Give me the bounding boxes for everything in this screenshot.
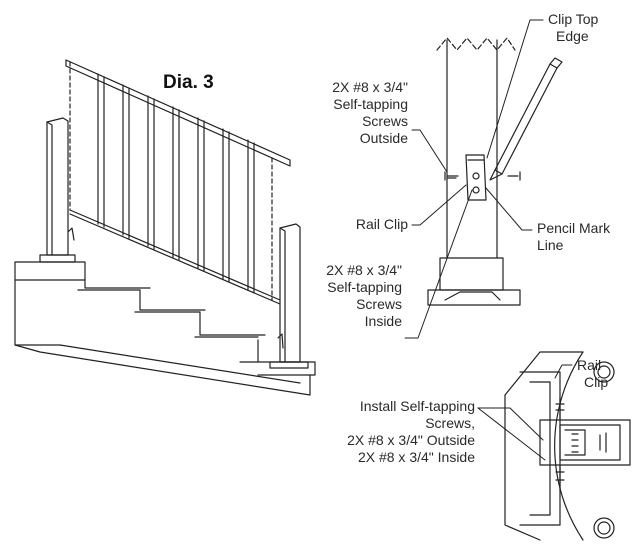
label-line: Install Self-tapping xyxy=(359,398,475,414)
staircase-illustration xyxy=(14,261,316,396)
label-screws-inside: 2X #8 x 3/4" Self-tapping Screws Inside xyxy=(290,262,402,330)
label-line: Rail xyxy=(577,357,602,373)
label-clip-top-edge: Clip Top Edge xyxy=(548,11,598,45)
balusters xyxy=(97,73,255,294)
label-line: Inside xyxy=(364,313,402,329)
bottom-rail xyxy=(69,209,281,305)
label-line: Self-tapping xyxy=(327,279,402,295)
label-line: Pencil Mark xyxy=(537,220,611,236)
rail-clip-top-post xyxy=(67,227,75,241)
label-line: Self-tapping xyxy=(333,96,408,112)
label-rail-clip-detail: Rail Clip xyxy=(577,357,608,391)
label-line: Screws xyxy=(362,113,408,129)
label-line: 2X #8 x 3/4" xyxy=(326,262,402,278)
label-line: 2X #8 x 3/4" Outside xyxy=(347,432,475,448)
label-install-screws: Install Self-tapping Screws, 2X #8 x 3/4… xyxy=(310,398,475,466)
leader-lines xyxy=(404,19,573,461)
top-rail xyxy=(65,59,291,167)
top-post xyxy=(39,117,76,263)
label-line: Clip xyxy=(584,374,609,390)
label-line: Edge xyxy=(556,28,589,44)
label-line: Screws xyxy=(356,296,402,312)
label-rail-clip: Rail Clip xyxy=(355,216,408,232)
diagram-title: Dia. 3 xyxy=(163,72,214,93)
label-line: 2X #8 x 3/4" xyxy=(332,79,408,95)
label-line: Screws, xyxy=(425,415,475,431)
guide-lines xyxy=(69,61,273,301)
rail-clip-bottom-post xyxy=(277,333,284,349)
label-pencil-mark-line: Pencil Mark Line xyxy=(537,220,610,254)
label-line: Line xyxy=(537,237,564,253)
bottom-post xyxy=(269,223,309,369)
clip-install-detail xyxy=(504,351,631,541)
label-line: Outside xyxy=(359,130,408,146)
label-line: Clip Top xyxy=(548,11,599,27)
label-screws-outside: 2X #8 x 3/4" Self-tapping Screws Outside xyxy=(300,79,408,147)
pencil xyxy=(489,57,563,181)
post-detail xyxy=(427,37,521,306)
label-line: 2X #8 x 3/4" Inside xyxy=(357,449,475,465)
